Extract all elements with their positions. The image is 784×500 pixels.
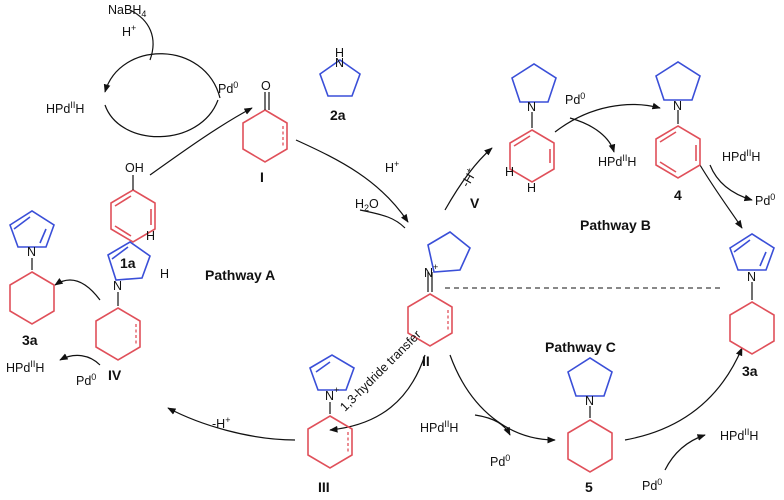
svg-text:Pd0: Pd0 bbox=[218, 80, 238, 96]
svg-text:I: I bbox=[260, 169, 264, 185]
svg-text:3a: 3a bbox=[22, 332, 38, 348]
svg-text:N: N bbox=[747, 270, 756, 284]
svg-text:HPdIIH: HPdIIH bbox=[6, 359, 44, 375]
amine-5 bbox=[567, 357, 613, 473]
svg-text:IV: IV bbox=[108, 367, 122, 383]
svg-text:3a: 3a bbox=[742, 363, 758, 379]
arrow-1a-to-I bbox=[149, 107, 253, 176]
arrow-hpdh-to-pd-b bbox=[709, 164, 753, 202]
pyrrolidine-2a bbox=[319, 59, 361, 97]
arrow-II-to-V bbox=[444, 147, 493, 211]
arrow-hpdh-to-pd-c bbox=[474, 414, 511, 436]
svg-text:HPdIIH: HPdIIH bbox=[720, 427, 758, 443]
water-arrow bbox=[359, 209, 406, 229]
svg-text:II: II bbox=[422, 353, 430, 369]
iminium-II bbox=[407, 231, 471, 347]
svg-text:V: V bbox=[470, 195, 480, 211]
svg-text:HPdIIH: HPdIIH bbox=[722, 148, 760, 164]
svg-text:HPdIIH: HPdIIH bbox=[420, 419, 458, 435]
svg-text:H2O: H2O bbox=[355, 197, 379, 213]
pyrrole-3a-left bbox=[9, 210, 55, 325]
svg-text:N+: N+ bbox=[424, 262, 438, 280]
dienamine-V bbox=[509, 63, 557, 183]
svg-text:N: N bbox=[113, 279, 122, 293]
dihydropyrrole-IV bbox=[95, 241, 151, 361]
svg-text:1a: 1a bbox=[120, 255, 136, 271]
svg-text:HPdIIH: HPdIIH bbox=[46, 100, 84, 116]
arylamine-4 bbox=[655, 61, 701, 179]
svg-text:H: H bbox=[335, 46, 344, 60]
svg-text:N: N bbox=[673, 99, 682, 113]
arrow-III-to-IV bbox=[167, 407, 296, 441]
svg-text:OH: OH bbox=[125, 161, 144, 175]
cycle-arrow-hpdh-return bbox=[104, 99, 219, 138]
pyrrole-3a-right bbox=[729, 233, 775, 355]
arrow-I-to-II bbox=[295, 139, 409, 223]
svg-text:Pd0: Pd0 bbox=[565, 91, 585, 107]
cyclohexenone-I bbox=[242, 92, 288, 163]
arrow-pd-to-hpdh-c bbox=[664, 434, 706, 471]
svg-text:H: H bbox=[505, 165, 514, 179]
svg-text:Pathway C: Pathway C bbox=[545, 339, 616, 355]
svg-text:Pd0: Pd0 bbox=[76, 372, 96, 388]
svg-text:5: 5 bbox=[585, 479, 593, 495]
arrow-V-to-4 bbox=[554, 102, 661, 133]
svg-text:1,3-hydride transfer: 1,3-hydride transfer bbox=[337, 328, 424, 415]
svg-text:Pd0: Pd0 bbox=[490, 453, 510, 469]
svg-text:HPdIIH: HPdIIH bbox=[598, 153, 636, 169]
svg-text:Pathway A: Pathway A bbox=[205, 267, 275, 283]
svg-text:4: 4 bbox=[674, 187, 682, 203]
svg-text:N: N bbox=[527, 100, 536, 114]
phenol-1a bbox=[110, 175, 156, 243]
compound-labels: I II III IV V 1a 2a 3a 3a 4 5 bbox=[22, 107, 758, 495]
svg-text:2a: 2a bbox=[330, 107, 346, 123]
svg-text:H: H bbox=[146, 229, 155, 243]
svg-text:N: N bbox=[335, 56, 344, 70]
svg-text:N+: N+ bbox=[325, 385, 339, 403]
arrow-II-to-5 bbox=[449, 354, 556, 444]
cycle-arrow-pd-to-hpdh bbox=[103, 53, 221, 99]
svg-text:N: N bbox=[585, 394, 594, 408]
svg-text:NaBH4: NaBH4 bbox=[108, 3, 146, 19]
svg-text:III: III bbox=[318, 479, 330, 495]
svg-text:Pathway B: Pathway B bbox=[580, 217, 651, 233]
arrows bbox=[54, 9, 753, 471]
svg-text:H+: H+ bbox=[385, 159, 399, 175]
svg-text:H: H bbox=[527, 181, 536, 195]
svg-text:-H+: -H+ bbox=[457, 166, 480, 190]
svg-text:H+: H+ bbox=[122, 23, 136, 39]
arrow-4-to-3a bbox=[699, 164, 743, 229]
iminium-III bbox=[307, 354, 355, 469]
arrow-IV-to-3a bbox=[54, 278, 101, 301]
nabh4-arrow bbox=[129, 9, 154, 61]
pathway-labels: Pathway A Pathway B Pathway C bbox=[205, 217, 651, 355]
arrow-II-to-III bbox=[329, 354, 426, 433]
arrow-5-to-3a bbox=[624, 347, 743, 441]
svg-text:-H+: -H+ bbox=[212, 415, 230, 431]
atom-labels: OH O H N N+ N H H N N N N H H N+ N bbox=[27, 46, 756, 408]
svg-text:Pd0: Pd0 bbox=[755, 192, 775, 208]
svg-text:N: N bbox=[27, 245, 36, 259]
svg-text:Pd0: Pd0 bbox=[642, 477, 662, 493]
svg-text:H: H bbox=[160, 267, 169, 281]
arrow-pd-to-hpdh-b bbox=[569, 117, 616, 153]
svg-text:O: O bbox=[261, 79, 271, 93]
arrow-pd-to-hpdh-left bbox=[59, 353, 101, 366]
